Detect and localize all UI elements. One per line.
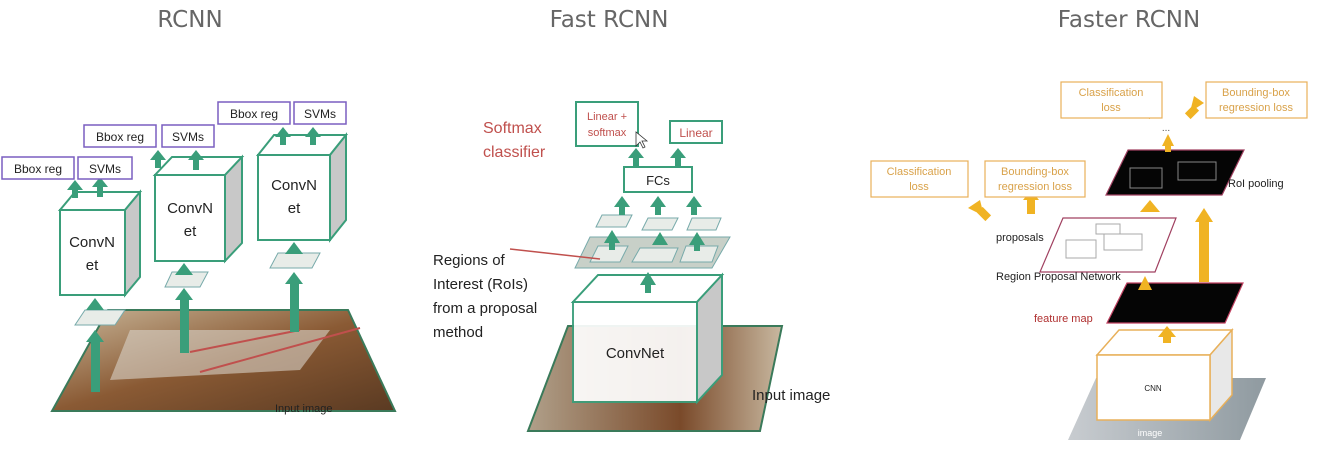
rcnn-arrows bbox=[86, 242, 303, 392]
fast-softmax-line1: Softmax bbox=[483, 120, 542, 137]
faster-cls-loss-rpn-line1: Classification bbox=[887, 166, 952, 178]
fast-arrows bbox=[604, 148, 705, 293]
faster-bbox-loss-top-line1: Bounding-box bbox=[1222, 87, 1290, 99]
faster-image-label: image bbox=[1138, 428, 1163, 438]
rcnn-convnet-3-line2: et bbox=[288, 200, 301, 217]
faster-cls-loss-box-top bbox=[1060, 81, 1163, 119]
rcnn-convnet-3: ConvN et bbox=[255, 132, 349, 243]
rcnn-bbox-reg-2: Bbox reg bbox=[96, 130, 144, 144]
rcnn-region-2 bbox=[164, 271, 209, 288]
faster-bbox-loss-box-top bbox=[1205, 81, 1308, 119]
rcnn-head-1: Bbox reg SVMs bbox=[1, 156, 133, 180]
rcnn-svms-2: SVMs bbox=[172, 130, 204, 144]
fast-rois-line2: Interest (RoIs) bbox=[433, 276, 528, 293]
fast-softmax-line2: classifier bbox=[483, 144, 546, 161]
fast-convnet-label: ConvNet bbox=[606, 345, 665, 362]
faster-cls-loss-top-line2: loss bbox=[1101, 102, 1121, 114]
rcnn-convnet-2-line2: et bbox=[184, 223, 197, 240]
faster-cls-loss-box-rpn bbox=[870, 160, 969, 198]
faster-cls-loss-top-line1: Classification bbox=[1079, 87, 1144, 99]
rcnn-svms-3: SVMs bbox=[304, 107, 336, 121]
rcnn-region-3 bbox=[269, 252, 321, 269]
rcnn-region-1 bbox=[74, 309, 126, 326]
rcnn-convnet-1: ConvN et bbox=[57, 189, 143, 298]
faster-bbox-loss-rpn-line2: regression loss bbox=[998, 181, 1072, 193]
rcnn-svms-box-1 bbox=[77, 156, 133, 180]
rcnn-convnet-3-line1: ConvN bbox=[271, 177, 317, 194]
fast-convnet: ConvNet bbox=[570, 272, 725, 405]
rcnn-bbox-reg-1: Bbox reg bbox=[14, 162, 62, 176]
rcnn-convnet-2: ConvN et bbox=[152, 154, 245, 264]
rcnn-red-arrow-2 bbox=[199, 327, 361, 373]
fast-linear-softmax-box bbox=[575, 101, 639, 147]
faster-feature-map-label: feature map bbox=[1034, 313, 1093, 325]
faster-rcnn-panel: image CNN feature map proposals Region P… bbox=[870, 81, 1308, 440]
rcnn-svms-box-2 bbox=[161, 124, 215, 148]
rcnn-title: RCNN bbox=[157, 7, 222, 33]
rcnn-bbox-reg-box-1 bbox=[1, 156, 75, 180]
rcnn-convnet-1-line2: et bbox=[86, 257, 99, 274]
faster-rpn-label: Region Proposal Network bbox=[996, 271, 1121, 283]
rcnn-head-3: Bbox reg SVMs bbox=[217, 101, 347, 125]
faster-proposals-plane bbox=[1039, 217, 1177, 273]
fast-linear-softmax-line2: softmax bbox=[588, 127, 627, 139]
fast-input-image-label: Input image bbox=[752, 387, 830, 404]
rcnn-output-arrows bbox=[67, 127, 321, 198]
faster-cnn: CNN bbox=[1095, 328, 1234, 422]
fast-rcnn-panel: Input image ConvNet bbox=[433, 101, 830, 432]
fast-linear-label: Linear bbox=[679, 126, 712, 140]
fast-fcs-label: FCs bbox=[646, 173, 670, 188]
fast-rois-line3: from a proposal bbox=[433, 300, 537, 317]
fast-roi-pointer bbox=[509, 248, 601, 260]
fast-linear-softmax-line1: Linear + bbox=[587, 111, 627, 123]
rcnn-bbox-reg-box-3 bbox=[217, 101, 291, 125]
mouse-cursor-icon bbox=[635, 131, 649, 149]
faster-roi-pooling-plane bbox=[1105, 149, 1245, 196]
rcnn-head-2: Bbox reg SVMs bbox=[83, 124, 215, 148]
rcnn-bbox-reg-3: Bbox reg bbox=[230, 107, 278, 121]
fast-rois-line4: method bbox=[433, 324, 483, 341]
faster-cnn-label: CNN bbox=[1144, 384, 1162, 393]
faster-cls-loss-rpn-line2: loss bbox=[909, 181, 929, 193]
rcnn-convnet-2-line1: ConvN bbox=[167, 200, 213, 217]
rcnn-svms-box-3 bbox=[293, 101, 347, 125]
fast-roi-pool-1 bbox=[595, 214, 633, 228]
fast-linear-box bbox=[669, 120, 723, 144]
rcnn-bbox-reg-box-2 bbox=[83, 124, 157, 148]
rcnn-panel: Input image ConvN et ConvN bbox=[1, 101, 397, 415]
faster-roi-pooling-label: RoI pooling bbox=[1228, 178, 1284, 190]
rcnn-svms-1: SVMs bbox=[89, 162, 121, 176]
fast-fcs-box bbox=[623, 166, 693, 193]
rcnn-red-arrow-1 bbox=[189, 329, 301, 353]
faster-feature-map bbox=[1106, 282, 1244, 324]
faster-bbox-loss-top-line2: regression loss bbox=[1219, 102, 1293, 114]
faster-bbox-loss-box-rpn bbox=[984, 160, 1086, 198]
fast-roi-pool-2 bbox=[641, 217, 679, 231]
rcnn-input-image-label: Input image bbox=[275, 403, 332, 415]
faster-rcnn-title: Faster RCNN bbox=[1058, 7, 1200, 33]
fast-rcnn-title: Fast RCNN bbox=[550, 7, 669, 33]
faster-bbox-loss-rpn-line1: Bounding-box bbox=[1001, 166, 1069, 178]
rcnn-input-image bbox=[50, 309, 397, 412]
faster-dots: ... bbox=[1162, 123, 1170, 134]
faster-proposals-label: proposals bbox=[996, 232, 1044, 244]
fast-rois-line1: Regions of bbox=[433, 252, 506, 269]
rcnn-convnet-1-line1: ConvN bbox=[69, 234, 115, 251]
fast-roi-pool-3 bbox=[686, 217, 722, 231]
